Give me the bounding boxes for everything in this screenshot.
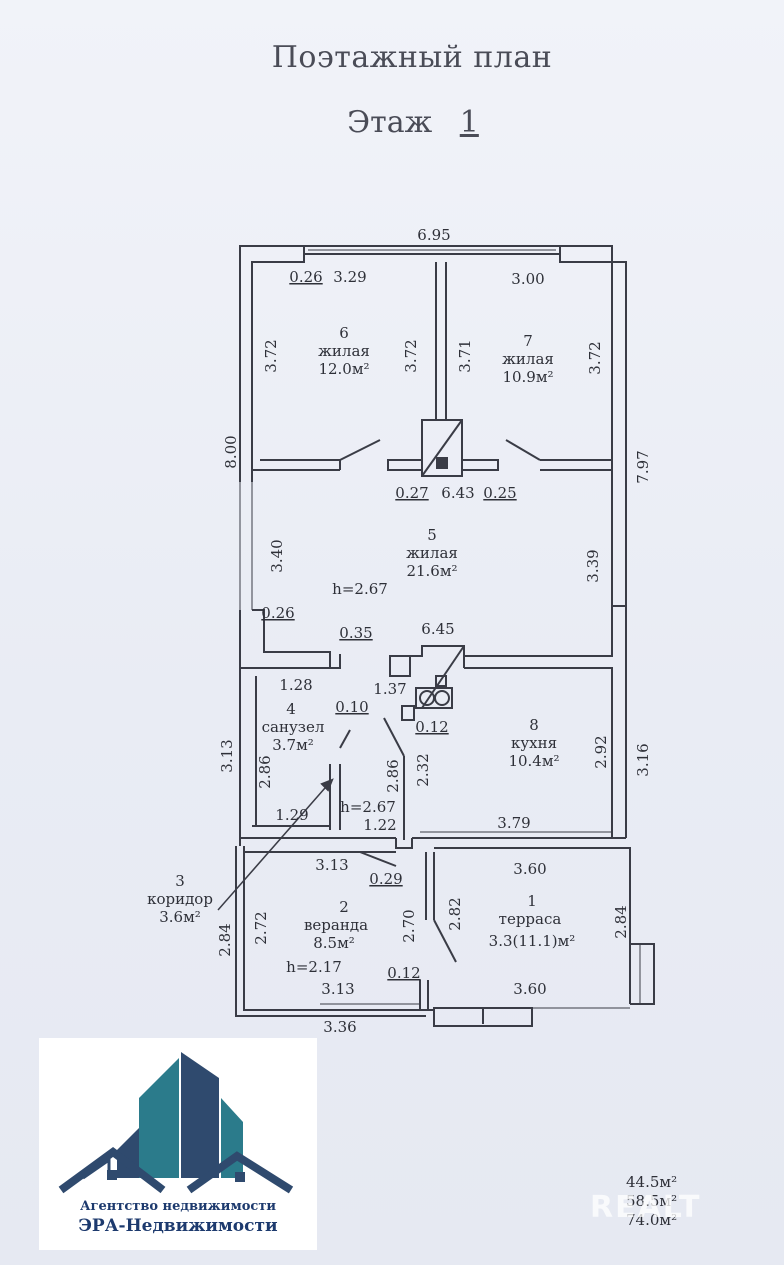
floor-number: 1 <box>459 105 479 140</box>
agency-logo: Агентство недвижимости ЭРА-Недвижимости <box>39 1038 317 1250</box>
watermark: REALT <box>590 1190 702 1225</box>
dim-veranda-bottom-width: 3.13 <box>321 980 354 998</box>
room-5-height: h=2.67 <box>332 580 388 598</box>
dim-veranda-outer-height: 2.84 <box>216 923 234 956</box>
dim-veranda-right-height: 2.70 <box>400 909 418 942</box>
room-7-area: 10.9м² <box>502 368 553 386</box>
room-5-name: жилая <box>406 544 458 562</box>
room-3-number: 3 <box>175 872 185 890</box>
dim-room5-width: 6.43 <box>441 484 474 502</box>
dim-kitchen-outer-height: 3.16 <box>634 743 652 776</box>
dim-wall-035: 0.35 <box>339 624 372 642</box>
dim-corr-top-width: 1.37 <box>373 680 406 698</box>
room-8-area: 10.4м² <box>508 752 559 770</box>
dim-partition-right: 0.25 <box>483 484 516 502</box>
dim-kitchen-inner-height: 2.32 <box>414 753 432 786</box>
dim-wall-029: 0.29 <box>369 870 402 888</box>
room-6-name: жилая <box>318 342 370 360</box>
total-living: 44.5м² <box>626 1173 678 1191</box>
dim-room6-width: 3.29 <box>333 268 366 286</box>
dim-san-bottom-width: 1.29 <box>275 806 308 824</box>
room-2-height: h=2.17 <box>286 958 342 976</box>
dim-kitchen-right-height: 2.92 <box>592 735 610 768</box>
room-2-name: веранда <box>304 916 368 934</box>
area-totals: 44.5м² 58.5м² 74.0м² <box>626 1173 706 1230</box>
room-3-height: h=2.67 <box>340 798 396 816</box>
dim-room7-left-height: 3.71 <box>456 339 474 372</box>
dim-mid-left-wall: 0.26 <box>261 604 294 622</box>
document-title: Поэтажный план <box>271 40 553 75</box>
dim-room5-right-height: 3.39 <box>584 549 602 582</box>
room-5-area: 21.6м² <box>406 562 457 580</box>
room-1-number: 1 <box>527 892 537 910</box>
dim-veranda-height: 2.72 <box>252 911 270 944</box>
dim-room6-right-height: 3.72 <box>402 339 420 372</box>
total-useful: 58.5м² <box>626 1192 678 1210</box>
room-1-area: 3.3(11.1)м² <box>489 932 576 950</box>
dim-left-total: 8.00 <box>222 435 240 468</box>
room-6-area: 12.0м² <box>318 360 369 378</box>
floor-heading: Этаж 1 <box>30 105 784 140</box>
dim-terrace-bottom-width: 3.60 <box>513 980 546 998</box>
dim-terrace-top-width: 3.60 <box>513 860 546 878</box>
dim-san-outer-height: 3.13 <box>218 739 236 772</box>
room-2-number: 2 <box>339 898 349 916</box>
dim-san-top-width: 1.28 <box>279 676 312 694</box>
room-7-name: жилая <box>502 350 554 368</box>
dim-veranda-outer-width: 3.36 <box>323 1018 356 1036</box>
dim-terrace-right-height: 2.84 <box>612 905 630 938</box>
dim-corr-bottom-width: 1.22 <box>363 816 396 834</box>
room-3-name: коридор <box>147 890 213 908</box>
dimension-labels-vertical: 8.00 7.97 3.72 3.72 3.71 3.72 3.40 3.39 … <box>216 339 652 956</box>
dim-top-left-wall: 0.26 <box>289 268 322 286</box>
room-7-number: 7 <box>523 332 533 350</box>
room-4-number: 4 <box>286 700 296 718</box>
total-overall: 74.0м² <box>626 1211 678 1229</box>
room-4-name: санузел <box>262 718 325 736</box>
dim-wall-012b: 0.12 <box>387 964 420 982</box>
room-labels: 6 жилая 12.0м² 7 жилая 10.9м² 5 жилая 21… <box>147 324 575 976</box>
dim-room5-left-height: 3.40 <box>268 539 286 572</box>
dim-room6-left-height: 3.72 <box>262 339 280 372</box>
room-1-name: терраса <box>499 910 562 928</box>
room-5-number: 5 <box>427 526 437 544</box>
dim-wall-010: 0.10 <box>335 698 368 716</box>
dim-kitchen-top-width: 6.45 <box>421 620 454 638</box>
dim-room7-width: 3.00 <box>511 270 544 288</box>
walls <box>217 245 655 1027</box>
dim-top-total: 6.95 <box>417 226 450 244</box>
dim-kitchen-bottom-width: 3.79 <box>497 814 530 832</box>
room-6-number: 6 <box>339 324 349 342</box>
room-8-number: 8 <box>529 716 539 734</box>
dim-corr-height: 2.86 <box>384 759 402 792</box>
dim-room7-right-height: 3.72 <box>586 341 604 374</box>
dim-partition-left: 0.27 <box>395 484 428 502</box>
room-3-area: 3.6м² <box>159 908 201 926</box>
dim-right-total: 7.97 <box>634 450 652 483</box>
dim-veranda-top-width: 3.13 <box>315 856 348 874</box>
floor-label: Этаж <box>347 105 433 140</box>
dim-terrace-left-height: 2.82 <box>446 897 464 930</box>
dimension-labels-horizontal: 6.95 0.26 3.29 3.00 0.27 6.43 0.25 0.26 … <box>261 226 546 1036</box>
agency-name: ЭРА-Недвижимости <box>78 1216 278 1236</box>
building-logo-icon <box>58 1052 294 1194</box>
room-4-area: 3.7м² <box>272 736 314 754</box>
dim-wall-012: 0.12 <box>415 718 448 736</box>
room-2-area: 8.5м² <box>313 934 355 952</box>
room-8-name: кухня <box>511 734 557 752</box>
dim-san-height: 2.86 <box>256 755 274 788</box>
agency-tagline: Агентство недвижимости <box>79 1199 277 1214</box>
